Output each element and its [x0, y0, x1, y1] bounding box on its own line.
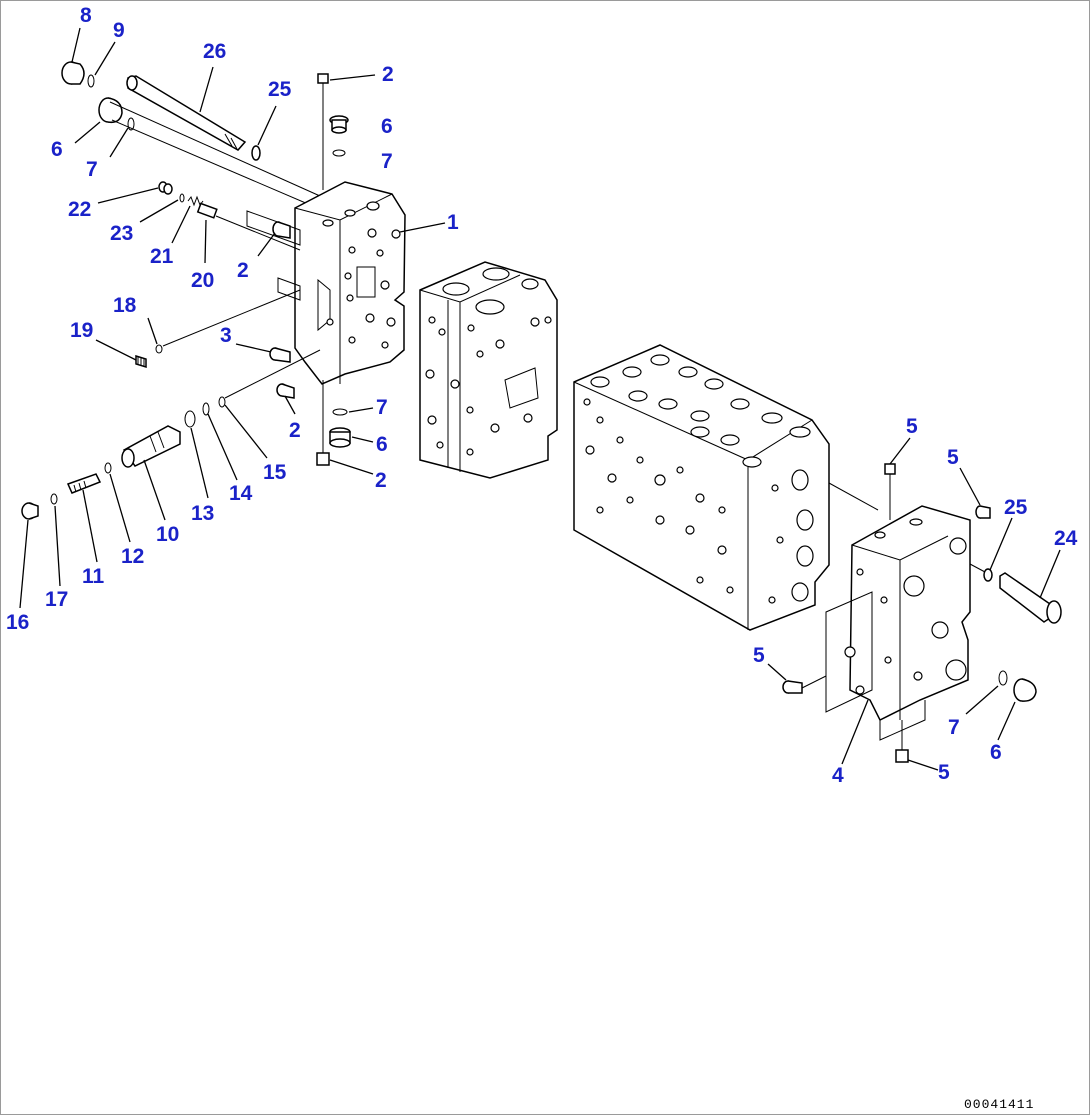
label-22: 22 [68, 198, 91, 221]
part-7-oring [332, 149, 346, 157]
label-21: 21 [150, 245, 174, 268]
part-5-bolt [782, 675, 827, 694]
label-12: 12 [121, 545, 144, 568]
label-23: 23 [110, 222, 133, 245]
label-26: 26 [203, 40, 226, 63]
label-6: 6 [376, 433, 388, 456]
label-25: 25 [1004, 496, 1028, 519]
part-6-plug [98, 97, 123, 124]
label-7: 7 [381, 150, 393, 173]
part-9-oring [87, 74, 95, 88]
part-10-relief-valve [121, 425, 181, 468]
part-6-plug [1013, 678, 1037, 702]
part-8-plug [61, 61, 85, 85]
drawing-code: 00041411 [964, 1097, 1034, 1112]
part-17-oring [50, 493, 58, 505]
part-1-end-valve-block [294, 181, 406, 385]
label-5: 5 [906, 415, 918, 438]
part-26-long-bolt [126, 75, 247, 151]
label-14: 14 [229, 482, 253, 505]
label-13: 13 [191, 502, 214, 525]
label-17: 17 [45, 588, 68, 611]
label-2: 2 [382, 63, 394, 86]
label-6: 6 [990, 741, 1002, 764]
label-5: 5 [938, 761, 950, 784]
part-5-bolt [895, 720, 909, 763]
label-7: 7 [86, 158, 98, 181]
part-7-oring [332, 408, 348, 416]
label-19: 19 [70, 319, 93, 342]
part-2-bolt [317, 73, 329, 190]
label-18: 18 [113, 294, 137, 317]
center-valve-section [419, 261, 558, 479]
part-14-ring [202, 402, 210, 416]
part-23-washer [179, 193, 185, 203]
label-20: 20 [191, 269, 214, 292]
label-5: 5 [947, 446, 959, 469]
label-7: 7 [376, 396, 388, 419]
part-15-oring [218, 396, 226, 408]
label-15: 15 [263, 461, 287, 484]
part-19-plug [135, 354, 147, 369]
label-16: 16 [6, 611, 29, 634]
part-labels: 8 9 26 2 25 6 7 6 7 1 22 23 21 20 2 18 1… [6, 4, 1078, 787]
label-9: 9 [113, 19, 125, 42]
part-11-adjust-screw [66, 473, 102, 494]
part-2-bolt [276, 383, 295, 399]
label-2: 2 [237, 259, 249, 282]
leader-lines [19, 27, 1061, 771]
part-4-end-section [825, 505, 971, 741]
label-1: 1 [447, 211, 459, 234]
label-6: 6 [51, 138, 63, 161]
label-6: 6 [381, 115, 393, 138]
part-25-washer [251, 145, 261, 161]
label-8: 8 [80, 4, 92, 27]
part-13-ring [184, 410, 196, 428]
label-24: 24 [1054, 527, 1078, 550]
part-7-oring [998, 670, 1008, 686]
part-16-cap-nut [21, 502, 39, 520]
label-3: 3 [220, 324, 232, 347]
part-2-bolt [272, 221, 291, 239]
label-2: 2 [375, 469, 387, 492]
label-7: 7 [948, 716, 960, 739]
part-12-oring [104, 462, 112, 474]
part-18-oring [155, 344, 163, 354]
part-5-bolt [884, 463, 896, 520]
part-22-nut [158, 181, 173, 195]
label-4: 4 [832, 764, 844, 787]
label-5: 5 [753, 644, 765, 667]
part-3-bolt [269, 347, 291, 363]
part-5-bolt [975, 505, 991, 519]
part-2-bolt [316, 380, 330, 466]
label-25: 25 [268, 78, 292, 101]
part-20-piston [196, 202, 218, 219]
part-6-plug [329, 427, 351, 448]
label-2: 2 [289, 419, 301, 442]
part-6-plug [329, 115, 349, 134]
label-10: 10 [156, 523, 179, 546]
part-24-bolt [999, 572, 1062, 624]
label-11: 11 [82, 565, 105, 588]
part-7-oring [127, 117, 135, 131]
part-25-washer [983, 568, 993, 582]
main-valve-block [573, 344, 830, 631]
